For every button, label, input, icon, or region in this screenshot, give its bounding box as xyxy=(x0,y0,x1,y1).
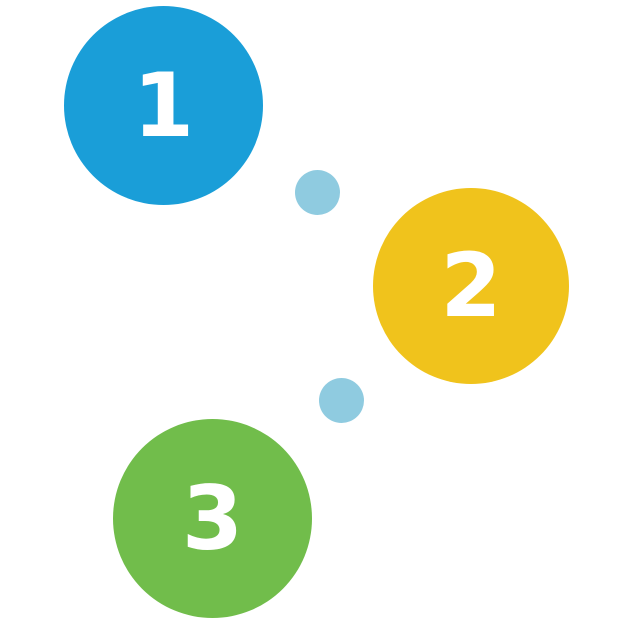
connector-dot-1 xyxy=(295,170,340,215)
step-2-circle: 2 xyxy=(373,188,569,384)
step-2-number: 2 xyxy=(440,234,502,337)
connector-dot-2 xyxy=(319,378,364,423)
step-1-number: 1 xyxy=(132,53,195,157)
step-3-circle: 3 xyxy=(113,419,312,618)
step-3-number: 3 xyxy=(181,466,244,570)
step-1-circle: 1 xyxy=(64,6,263,205)
